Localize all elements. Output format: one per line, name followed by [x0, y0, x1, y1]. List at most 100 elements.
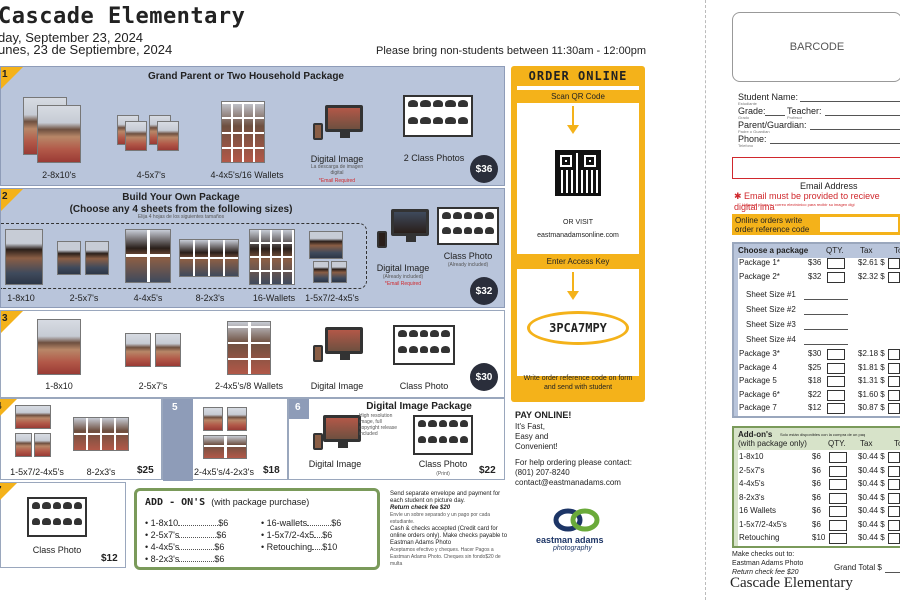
col-header: To: [894, 246, 900, 255]
item-label: 2-4x5's/8 Wallets: [215, 381, 283, 391]
package-row-label: Package 2*: [739, 272, 780, 281]
qty-box[interactable]: [827, 376, 845, 387]
qty-box[interactable]: [827, 389, 845, 401]
total-box[interactable]: [888, 258, 900, 269]
package-title: Build Your Own Package: [122, 192, 240, 203]
package-row-label: Package 5: [739, 376, 777, 385]
addon-row-price: $6: [812, 465, 821, 475]
pay-online-title: PAY ONLINE!: [515, 410, 572, 420]
photo-8x10: [5, 229, 43, 285]
price-text: $25: [137, 465, 154, 476]
col-header: Tax: [860, 439, 873, 448]
total-box[interactable]: [888, 403, 900, 414]
addons-note: Solo están disponibles con la compra de …: [780, 432, 866, 437]
qty-box[interactable]: [827, 349, 845, 360]
photo-wallets: [249, 229, 295, 285]
total-box[interactable]: [888, 272, 900, 283]
write-code-note: Write order reference code on form and s…: [523, 375, 633, 391]
package-title: Grand Parent or Two Household Package: [148, 71, 344, 82]
send-instructions: Send separate envelope and payment for e…: [390, 491, 508, 567]
addon-row-price: $6: [812, 519, 821, 529]
price-badge: $36: [470, 155, 498, 183]
addon-row-tax: $0.44 $: [858, 465, 885, 475]
sheet-size-label: Sheet Size #2: [746, 305, 796, 314]
item-label: 8-2x3's: [195, 293, 225, 303]
col-header: QTY.: [826, 246, 844, 255]
qty-box[interactable]: [829, 533, 847, 544]
qty-box[interactable]: [827, 258, 845, 269]
package-1: 1 Grand Parent or Two Household Package …: [0, 66, 505, 186]
qr-code[interactable]: [553, 148, 603, 198]
addon-item: • 4-4x5's$6: [145, 542, 225, 552]
package-row-price: $36: [808, 258, 822, 267]
item-label: Class Photo: [399, 381, 449, 391]
checks-label: Make checks out to:: [732, 551, 795, 558]
package-subtitle: (Choose any 4 sheets from the following …: [69, 204, 293, 215]
total-box[interactable]: [888, 519, 900, 531]
item-label: Digital Image: [310, 381, 364, 391]
parent-line[interactable]: [810, 129, 900, 130]
package-7: 7 Class Photo $12: [0, 482, 126, 568]
photo-5x7: [57, 241, 81, 275]
qty-box[interactable]: [829, 492, 847, 504]
qty-box[interactable]: [829, 465, 847, 477]
photo-4x5-combo: [313, 261, 329, 283]
photo-5x7: [157, 121, 179, 151]
item-label: Class Photo: [418, 459, 468, 469]
sheet-size-line[interactable]: [804, 329, 848, 330]
online-orders-box[interactable]: Online orders write order reference code: [732, 214, 900, 235]
item-label: 4-5x7's: [136, 170, 166, 180]
email-field[interactable]: [732, 157, 900, 179]
qty-box[interactable]: [829, 506, 847, 517]
qty-box[interactable]: [827, 362, 845, 374]
pay-line: It's Fast,: [515, 422, 545, 431]
total-box[interactable]: [888, 492, 900, 504]
qty-box[interactable]: [827, 272, 845, 283]
already-included: (Already included): [382, 274, 424, 280]
digital-note: La descarga de imagen digital: [310, 164, 364, 176]
total-box[interactable]: [888, 452, 900, 463]
grade-line[interactable]: [765, 115, 785, 116]
help-email[interactable]: contact@eastmanadams.com: [515, 478, 621, 487]
addon-row-label: 1-8x10: [739, 452, 764, 461]
total-box[interactable]: [888, 362, 900, 374]
total-box[interactable]: [888, 479, 900, 490]
item-label: 4-4x5's/16 Wallets: [210, 170, 284, 180]
package-row-price: $32: [808, 272, 822, 281]
qty-box[interactable]: [829, 452, 847, 463]
package-selection: Choose a package QTY. Tax To: [732, 242, 900, 418]
sheet-size-line[interactable]: [804, 344, 848, 345]
teacher-line[interactable]: [825, 115, 900, 116]
total-box[interactable]: [888, 389, 900, 401]
photo-4x5: [227, 407, 247, 431]
phone-icon: [313, 123, 323, 140]
total-box[interactable]: [888, 506, 900, 517]
non-student-note: Please bring non-students between 11:30a…: [376, 45, 647, 57]
grand-total-line[interactable]: [885, 572, 900, 573]
qty-box[interactable]: [829, 519, 847, 531]
phone-line[interactable]: [770, 143, 900, 144]
choose-area: [1, 223, 367, 289]
item-label: 2 Class Photos: [403, 153, 465, 163]
total-box[interactable]: [888, 533, 900, 544]
qty-box[interactable]: [827, 403, 845, 414]
addon-row-label: 1-5x7/2-4x5's: [739, 519, 787, 529]
addon-row-tax: $0.44 $: [858, 533, 885, 542]
student-line[interactable]: [800, 101, 900, 102]
sheet-size-line[interactable]: [804, 314, 848, 315]
package-row-price: $30: [808, 349, 822, 358]
class-photo-icon: [437, 207, 499, 245]
total-box[interactable]: [888, 349, 900, 360]
monitor-icon: [325, 105, 363, 138]
package-row-label: Package 4: [739, 362, 777, 372]
addon-row-label: 2-5x7's: [739, 465, 765, 475]
addon-item: • 1-5x7/2-4x5$6: [261, 530, 333, 540]
qty-box[interactable]: [829, 479, 847, 490]
monitor-icon: [391, 209, 429, 242]
total-box[interactable]: [888, 376, 900, 387]
addon-item: • 16-wallets$6: [261, 518, 342, 528]
order-url[interactable]: eastmanadamsonline.com: [537, 232, 619, 239]
total-box[interactable]: [888, 465, 900, 477]
package-row-tax: $0.87 $: [858, 403, 885, 412]
sheet-size-line[interactable]: [804, 299, 848, 300]
